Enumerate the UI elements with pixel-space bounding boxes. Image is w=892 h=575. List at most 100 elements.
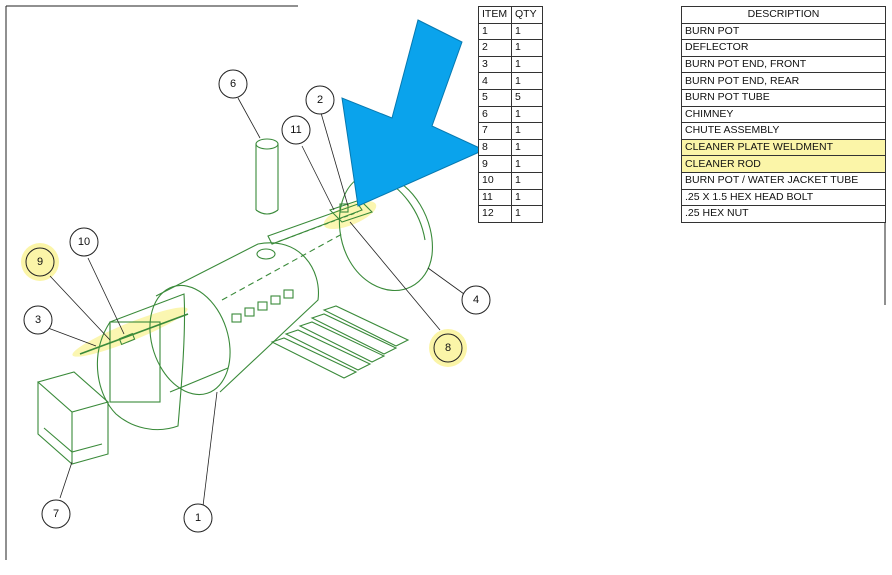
bom-cell-description: BURN POT TUBE xyxy=(681,88,886,107)
bom-cell-gap xyxy=(542,56,682,73)
callout-2-circle xyxy=(305,85,335,115)
callout-8-circle xyxy=(433,333,463,363)
callout-11-circle xyxy=(281,115,311,145)
bom-cell-qty: 1 xyxy=(511,205,543,223)
bom-cell-description: BURN POT END, REAR xyxy=(681,72,886,90)
cleaner-plate-part xyxy=(328,199,374,223)
bom-cell-qty: 1 xyxy=(511,105,543,124)
bom-header-row: ITEM QTY DESCRIPTION xyxy=(478,6,886,24)
callout-4-label: 4 xyxy=(473,294,479,306)
bom-cell-gap xyxy=(542,72,682,90)
bom-cell-gap xyxy=(542,155,682,173)
bom-cell-item: 8 xyxy=(478,138,512,157)
deflector-part xyxy=(267,203,363,245)
callout-1-circle xyxy=(183,503,213,533)
bom-header-item: ITEM xyxy=(478,6,512,24)
chute-assembly-part xyxy=(36,371,110,465)
callout-2-label: 2 xyxy=(317,94,323,106)
bom-cell-qty: 1 xyxy=(511,138,543,157)
bom-cell-description: BURN POT END, FRONT xyxy=(681,55,886,74)
leader-3 xyxy=(47,327,97,347)
bom-cell-description: BURN POT / WATER JACKET TUBE xyxy=(681,171,886,190)
bom-cell-qty: 1 xyxy=(511,55,543,74)
bom-cell-qty: 1 xyxy=(511,122,543,140)
bom-cell-qty: 1 xyxy=(511,72,543,90)
bom-cell-gap xyxy=(542,205,682,223)
bom-cell-gap xyxy=(542,139,682,156)
bom-cell-qty: 5 xyxy=(511,88,543,107)
bom-cell-gap xyxy=(542,89,682,107)
burn-pot-end-front-part xyxy=(96,293,186,431)
leader-4 xyxy=(427,267,465,295)
leader-10 xyxy=(87,257,125,335)
leader-2 xyxy=(320,112,349,207)
callout-3-circle xyxy=(23,305,53,335)
bom-cell-item: 7 xyxy=(478,122,512,140)
bom-cell-item: 3 xyxy=(478,55,512,74)
bom-cell-description: BURN POT xyxy=(681,22,886,41)
bom-cell-item: 9 xyxy=(478,155,512,173)
bom-cell-gap xyxy=(542,172,682,190)
callout-8-label: 8 xyxy=(445,342,451,354)
pointer-arrow-icon xyxy=(341,19,486,207)
leader-1 xyxy=(202,391,218,507)
bom-cell-description: .25 HEX NUT xyxy=(681,205,886,223)
callout-1-label: 1 xyxy=(195,512,201,524)
callout-10-circle xyxy=(69,227,99,257)
burn-pot-tubes-part xyxy=(270,305,410,379)
bom-cell-gap xyxy=(542,106,682,123)
bom-cell-item: 5 xyxy=(478,88,512,107)
burn-pot-shell-part xyxy=(149,233,343,396)
bom-cell-gap xyxy=(542,39,682,57)
bom-cell-description: DEFLECTOR xyxy=(681,39,886,57)
cleaner-rod-highlight xyxy=(72,307,188,357)
bom-cell-gap xyxy=(542,189,682,206)
callout-10-label: 10 xyxy=(78,236,90,248)
cleaner-rod-part xyxy=(79,313,189,355)
callout-9-circle xyxy=(25,247,55,277)
bom-header-gap xyxy=(542,6,682,24)
bom-cell-item: 6 xyxy=(478,105,512,124)
bom-cell-gap xyxy=(542,122,682,140)
bom-header-description: DESCRIPTION xyxy=(681,6,886,24)
callout-9-label: 9 xyxy=(37,256,43,268)
bom-cell-description: CLEANER ROD xyxy=(681,155,886,173)
bom-cell-item: 2 xyxy=(478,39,512,57)
callout-7-circle xyxy=(41,499,71,529)
callout-6-circle xyxy=(218,69,248,99)
bom-cell-gap xyxy=(542,23,682,40)
bom-cell-description: CHUTE ASSEMBLY xyxy=(681,122,886,140)
leader-11 xyxy=(301,145,335,211)
bom-cell-qty: 1 xyxy=(511,155,543,173)
leader-9 xyxy=(49,275,111,341)
bom-cell-item: 4 xyxy=(478,72,512,90)
bom-cell-description: CLEANER PLATE WELDMENT xyxy=(681,138,886,157)
bom-cell-description: .25 X 1.5 HEX HEAD BOLT xyxy=(681,188,886,207)
bom-cell-qty: 1 xyxy=(511,171,543,190)
callout-7-label: 7 xyxy=(53,508,59,520)
chimney-part xyxy=(255,138,279,215)
bom-cell-item: 1 xyxy=(478,22,512,41)
callout-11-label: 11 xyxy=(290,124,301,136)
leader-7 xyxy=(59,461,73,499)
callout-6-label: 6 xyxy=(230,78,236,90)
callout-4-circle xyxy=(461,285,491,315)
callout-3-label: 3 xyxy=(35,314,41,326)
leader-6 xyxy=(237,97,261,139)
bom-cell-qty: 1 xyxy=(511,39,543,57)
leader-8 xyxy=(349,221,441,331)
bom-cell-qty: 1 xyxy=(511,188,543,207)
